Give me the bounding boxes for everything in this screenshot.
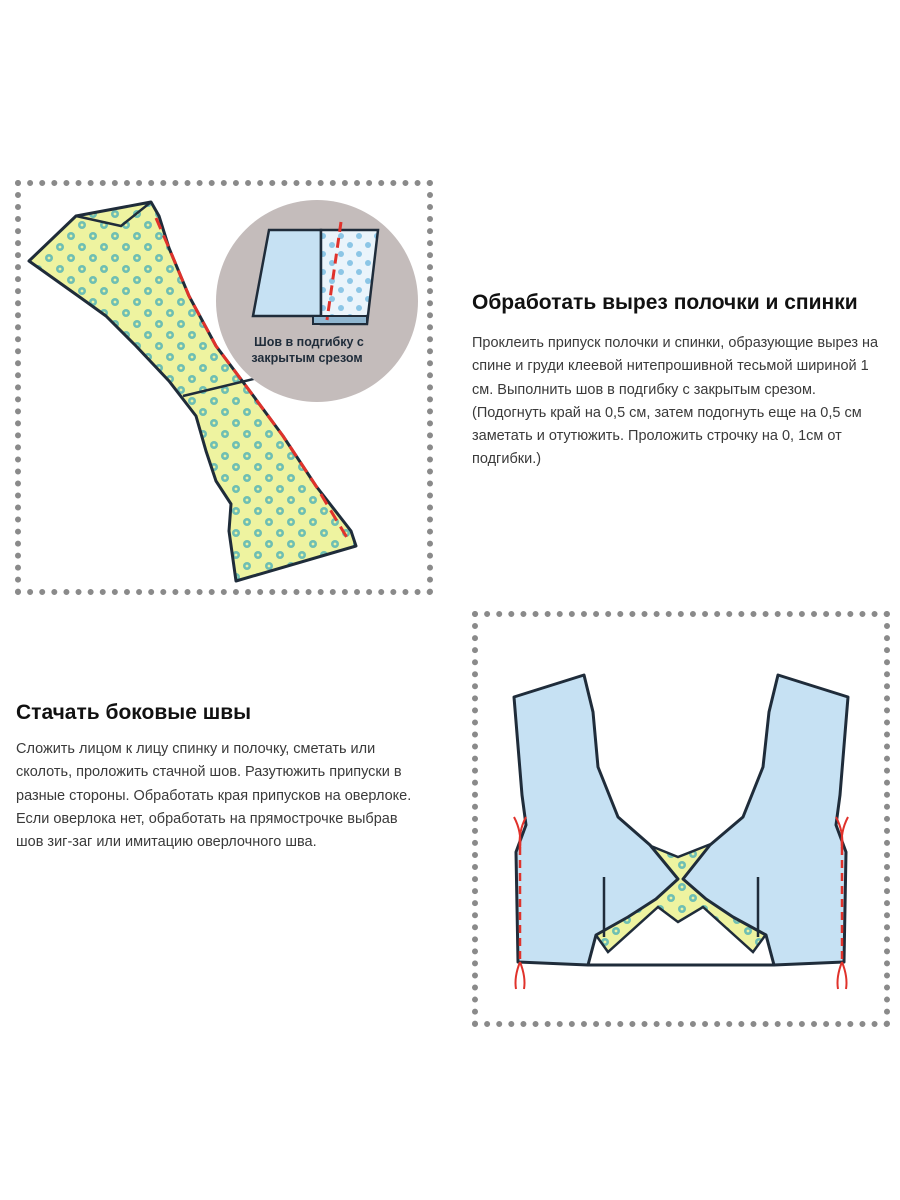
section-2-title: Стачать боковые швы <box>16 701 252 724</box>
illustration-frame-2 <box>472 611 890 1027</box>
stitch-line <box>154 217 351 542</box>
section-1-body: Проклеить припуск полочки и спинки, обра… <box>472 335 879 468</box>
bodice-front-panel-illustration: Шов в подгибку с закрытым срезом <box>27 200 418 583</box>
side-seam-right <box>835 816 849 990</box>
vest-left-panel <box>512 673 680 967</box>
section-2-body: Сложить лицом к лицу спинку и полочку, с… <box>16 741 412 851</box>
side-seam-left <box>513 816 527 990</box>
inset-label-line-2: закрытым срезом <box>251 351 362 365</box>
illustration-frame-1 <box>15 180 433 595</box>
hem-seam-inset: Шов в подгибку с закрытым срезом <box>216 200 418 402</box>
inset-label-line-1: Шов в подгибку с <box>254 335 364 349</box>
vest-side-seam-illustration <box>512 673 850 990</box>
section-1-title: Обработать вырез полочки и спинки <box>472 291 858 314</box>
vest-right-panel <box>681 673 850 967</box>
